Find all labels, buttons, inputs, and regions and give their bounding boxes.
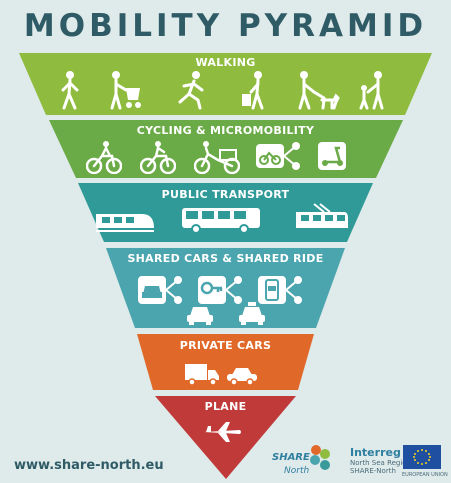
tier-label-cycling: CYCLING & MICROMOBILITY <box>136 124 315 137</box>
share-logo-text: SHARE <box>272 452 310 463</box>
interreg-logo-text: Interreg <box>350 446 401 459</box>
interreg-region: North Sea Region <box>350 459 412 467</box>
interreg-subtext: North Sea Region SHARE-North <box>350 459 411 475</box>
tier-label-plane: PLANE <box>204 400 247 413</box>
walking-person-icon <box>61 71 79 110</box>
website-link[interactable]: www.share-north.eu <box>14 458 164 473</box>
train-icon <box>96 214 154 232</box>
share-logo-subtext: North <box>284 466 310 476</box>
shared-scooter-icon <box>318 142 346 170</box>
tier-label-walking: WALKING <box>195 56 256 69</box>
car-key-icon <box>198 276 242 304</box>
eu-label: EUROPEAN UNION <box>402 472 448 478</box>
cyclist-icon <box>140 141 176 174</box>
carpool-app-icon <box>258 276 302 304</box>
airplane-icon <box>204 422 241 442</box>
bus-icon <box>182 208 260 234</box>
tier-label-shared: SHARED CARS & SHARED RIDE <box>127 252 324 265</box>
shared-bike-icon <box>256 142 300 170</box>
shared-car-icon <box>138 276 182 304</box>
truck-icon <box>185 364 219 386</box>
bicycle-rider-icon <box>86 141 122 174</box>
person-walking-dog-icon <box>298 71 340 110</box>
tram-icon <box>296 203 348 228</box>
share-north-logo-icon <box>310 445 330 470</box>
person-with-stroller-icon <box>110 71 141 110</box>
interreg-project: SHARE-North <box>350 467 396 475</box>
adult-with-child-icon <box>359 71 384 110</box>
tier-label-private-cars: PRIVATE CARS <box>179 339 272 352</box>
running-person-icon <box>178 71 204 110</box>
car-icon <box>187 307 213 325</box>
private-car-icon <box>227 368 257 386</box>
person-with-luggage-icon <box>242 71 264 110</box>
eu-flag-icon <box>403 445 441 469</box>
taxi-icon <box>239 302 265 325</box>
page-title: MOBILITY PYRAMID <box>23 8 428 44</box>
cargo-bike-icon <box>194 141 240 174</box>
tier-label-public-transport: PUBLIC TRANSPORT <box>161 188 290 201</box>
